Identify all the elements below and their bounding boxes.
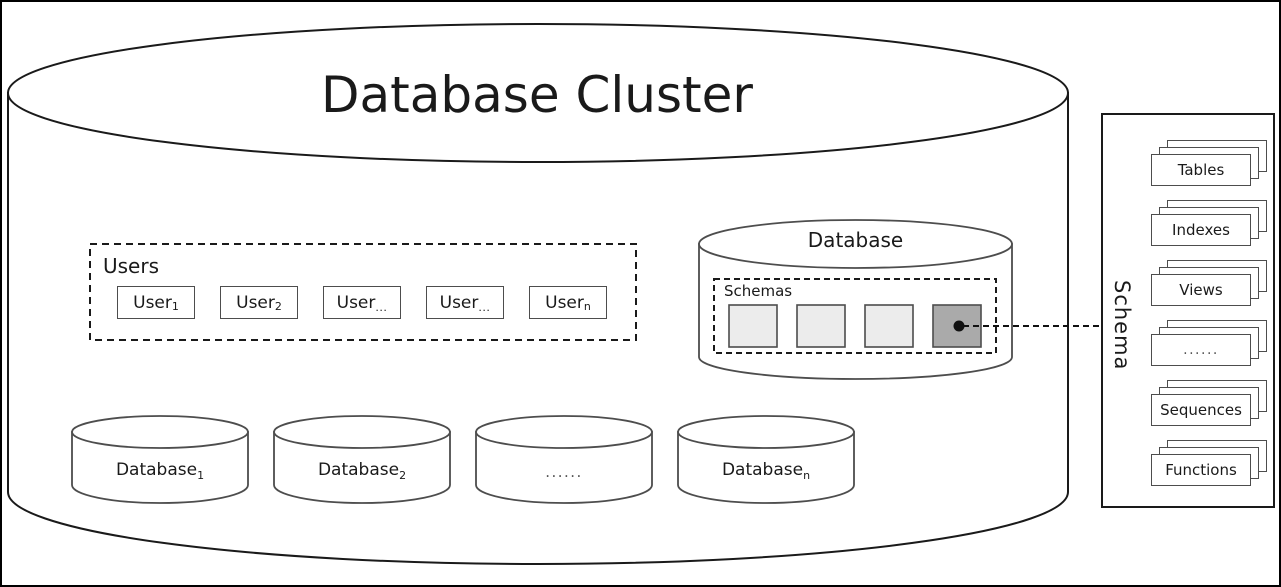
database-cylinder-label-ellipsis: ......: [476, 462, 652, 482]
user-chip-subscript: ...: [478, 301, 491, 314]
user-chip-subscript: n: [583, 300, 591, 313]
database-name: Database: [115, 460, 198, 480]
card-front: Sequences: [1151, 394, 1251, 426]
schema-object-tables[interactable]: Tables: [1151, 140, 1267, 186]
database-cylinder-1: [71, 415, 249, 504]
schema-square-2: [796, 304, 846, 348]
card-front: Tables: [1151, 154, 1251, 186]
user-chip-subscript: 1: [171, 300, 179, 313]
schema-object-functions[interactable]: Functions: [1151, 440, 1267, 486]
schema-object-views[interactable]: Views: [1151, 260, 1267, 306]
database-subscript: 2: [399, 469, 407, 482]
user-chip-name: User: [236, 292, 275, 313]
schema-panel-label: Schema: [1110, 280, 1134, 371]
schema-square-3: [864, 304, 914, 348]
database-name: Database: [317, 460, 400, 480]
card-front: Views: [1151, 274, 1251, 306]
card-front-label: ......: [1183, 342, 1219, 358]
schemas-box: [713, 278, 997, 354]
card-front: Functions: [1151, 454, 1251, 486]
database-cylinder-n: [677, 415, 855, 504]
database-cylinder-3: [475, 415, 653, 504]
card-front: ......: [1151, 334, 1251, 366]
users-group-box: [89, 243, 637, 341]
database-subscript: n: [803, 469, 811, 482]
user-chip-name: User: [545, 292, 584, 313]
user-chip-name: User: [336, 292, 376, 313]
database-subscript: 1: [197, 469, 205, 482]
user-chip-3[interactable]: User...: [323, 286, 401, 319]
schema-object-indexes[interactable]: Indexes: [1151, 200, 1267, 246]
user-chip-name: User: [133, 292, 172, 313]
database-cylinder-label-n: Databasen: [678, 460, 854, 482]
user-chip-subscript: ...: [375, 301, 388, 314]
card-front: Indexes: [1151, 214, 1251, 246]
user-chip-subscript: 2: [274, 300, 282, 313]
database-name: ......: [545, 463, 583, 481]
schemas-label: Schemas: [724, 282, 793, 300]
database-cylinder-label-1: Database1: [72, 460, 248, 482]
database-detail-label: Database: [807, 228, 904, 252]
schema-object-ellipsis[interactable]: ......: [1151, 320, 1267, 366]
database-cylinder-2: [273, 415, 451, 504]
users-group-label: Users: [103, 254, 160, 278]
database-name: Database: [721, 460, 804, 480]
user-chip-4[interactable]: User...: [426, 286, 504, 319]
database-cylinder-label-2: Database2: [274, 460, 450, 482]
schema-square-1: [728, 304, 778, 348]
schema-connector-dot: [953, 320, 965, 332]
schema-object-sequences[interactable]: Sequences: [1151, 380, 1267, 426]
user-chip-name: User: [439, 292, 479, 313]
page-title: Database Cluster: [321, 66, 753, 124]
